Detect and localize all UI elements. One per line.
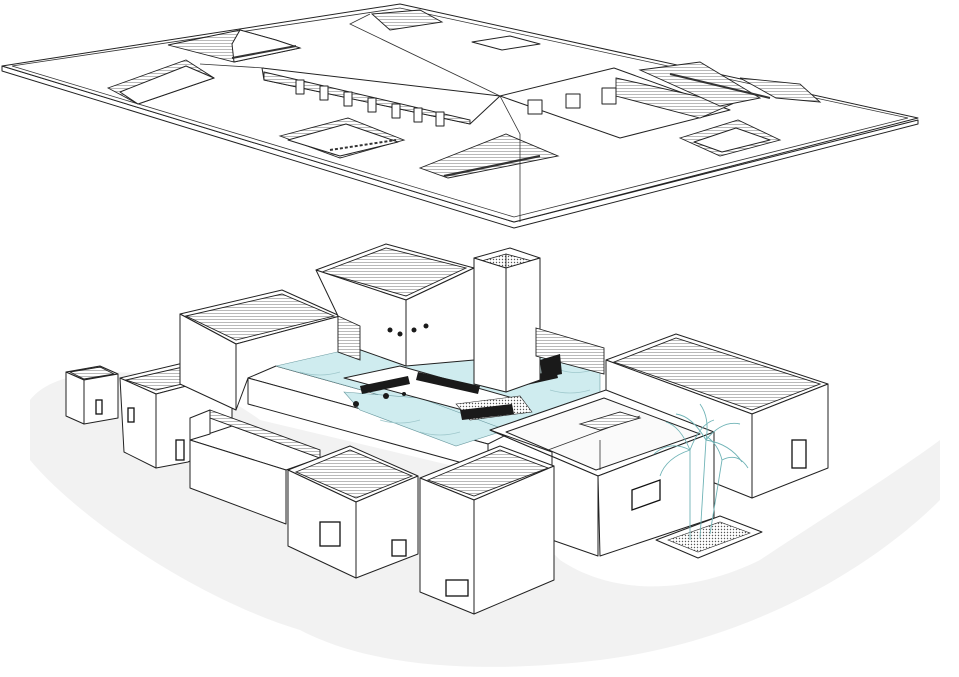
- tower-shaft-front: [473, 257, 507, 393]
- hut-door: [95, 399, 103, 415]
- roof-opening-n: [370, 9, 444, 31]
- volume-main-hall: [315, 243, 475, 367]
- roof-opening-s-ledge: [443, 154, 541, 178]
- courtyard-lamp-1: [353, 401, 359, 407]
- rooms-east-skylight: [578, 411, 642, 431]
- roof-fold-1: [199, 63, 265, 69]
- hut-wall-front: [65, 371, 85, 425]
- roof-opening-sw-ledge: [329, 139, 397, 151]
- east-seating: [540, 354, 562, 378]
- courtyard-lamp-3: [402, 392, 406, 396]
- roof-slab: [1, 3, 919, 229]
- roof-opening-far-e: [739, 77, 822, 103]
- volume-cube-s: [419, 445, 555, 615]
- roof-opening-sw-floor: [287, 123, 399, 157]
- hut-wall-side: [83, 373, 119, 425]
- hall-east-window: [791, 439, 807, 469]
- east-glazing: [535, 327, 605, 375]
- volume-glazing-east: [535, 327, 605, 378]
- roof-opening-ne-ledge: [669, 73, 771, 99]
- rooms-east-side: [489, 429, 599, 557]
- cube-s-window: [445, 579, 469, 597]
- roof-fold-2: [499, 95, 521, 222]
- seating-row-2: [416, 372, 480, 394]
- volume-hut-west: [65, 365, 119, 425]
- courtyard-lamp-2: [383, 393, 389, 399]
- volume-gallery-west: [189, 409, 321, 525]
- deck-dark-panel: [460, 404, 514, 420]
- rooms-east-window: [631, 479, 661, 511]
- courtyard-ripples: [299, 369, 593, 436]
- palm-tree: [653, 403, 749, 540]
- building-volumes: [65, 243, 829, 615]
- cube-sw-window-side: [391, 539, 407, 557]
- roof-hatch-n: [471, 35, 541, 51]
- roof-opening-w-floor: [119, 65, 215, 105]
- tower-shaft-side: [505, 257, 541, 393]
- roof-fold-3: [349, 13, 501, 97]
- volume-rooms-east: [489, 389, 715, 557]
- roof-east-blocks: [527, 87, 617, 115]
- roof-opening-ne: [638, 61, 762, 107]
- roof-opening-e-floor: [693, 127, 771, 153]
- gallery-front: [189, 439, 287, 525]
- courtyard-pool-lower: [343, 391, 507, 447]
- block-west-window: [127, 407, 135, 423]
- roof-opening-nw-ledge: [231, 45, 297, 59]
- gallery-end: [189, 409, 211, 441]
- seating-row-1: [360, 376, 410, 394]
- cube-sw-window: [319, 521, 341, 547]
- planter-soil: [667, 521, 751, 553]
- roof-courtyard-columns: [295, 79, 445, 127]
- planter: [653, 403, 763, 559]
- volume-hall-east: [605, 333, 829, 499]
- volume-tower: [473, 247, 541, 393]
- roof-parapet-line: [11, 7, 909, 218]
- main-hall-openings: [387, 323, 429, 337]
- roof-opening-s: [418, 133, 560, 179]
- main-hall-glazing: [337, 315, 361, 361]
- cube-s-side: [473, 465, 555, 615]
- block-west-door: [175, 439, 185, 461]
- roof-openings: [106, 9, 822, 179]
- volume-cube-sw: [287, 445, 419, 579]
